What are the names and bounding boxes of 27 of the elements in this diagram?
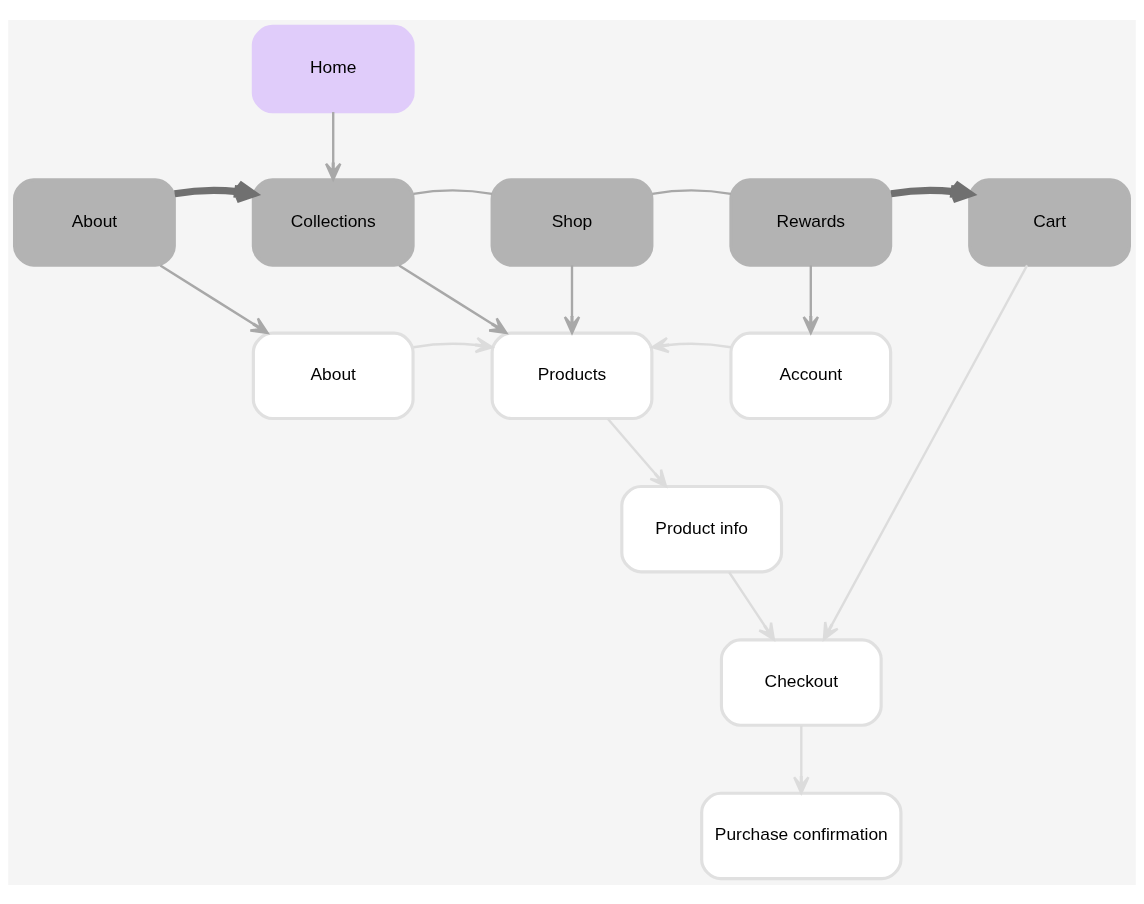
arrow (563, 264, 581, 334)
node-box: Rewards (729, 177, 893, 267)
arrow (793, 725, 810, 794)
node-box: Purchase confirmation (700, 791, 903, 880)
node-box: Home (251, 24, 415, 113)
arrow (890, 179, 974, 203)
node-box: Checkout (719, 637, 883, 727)
connector (652, 188, 732, 195)
node-box: Account (729, 331, 893, 420)
arrow (822, 264, 1029, 641)
arrow (413, 336, 494, 353)
arrow (324, 111, 342, 181)
connector (413, 188, 493, 195)
node-box: Collections (251, 177, 415, 267)
arrow (174, 179, 258, 203)
node-box: Products (490, 331, 654, 420)
node-box: About (13, 177, 176, 267)
arrow (159, 263, 269, 334)
arrow (728, 571, 776, 641)
node-box: About (251, 331, 415, 420)
node-box: Shop (490, 177, 654, 267)
arrow (802, 264, 820, 334)
node-box: Product info (620, 484, 784, 573)
arrow (651, 336, 732, 353)
arrow (606, 417, 668, 487)
arrow (398, 263, 508, 334)
node-box: Cart (968, 177, 1131, 267)
